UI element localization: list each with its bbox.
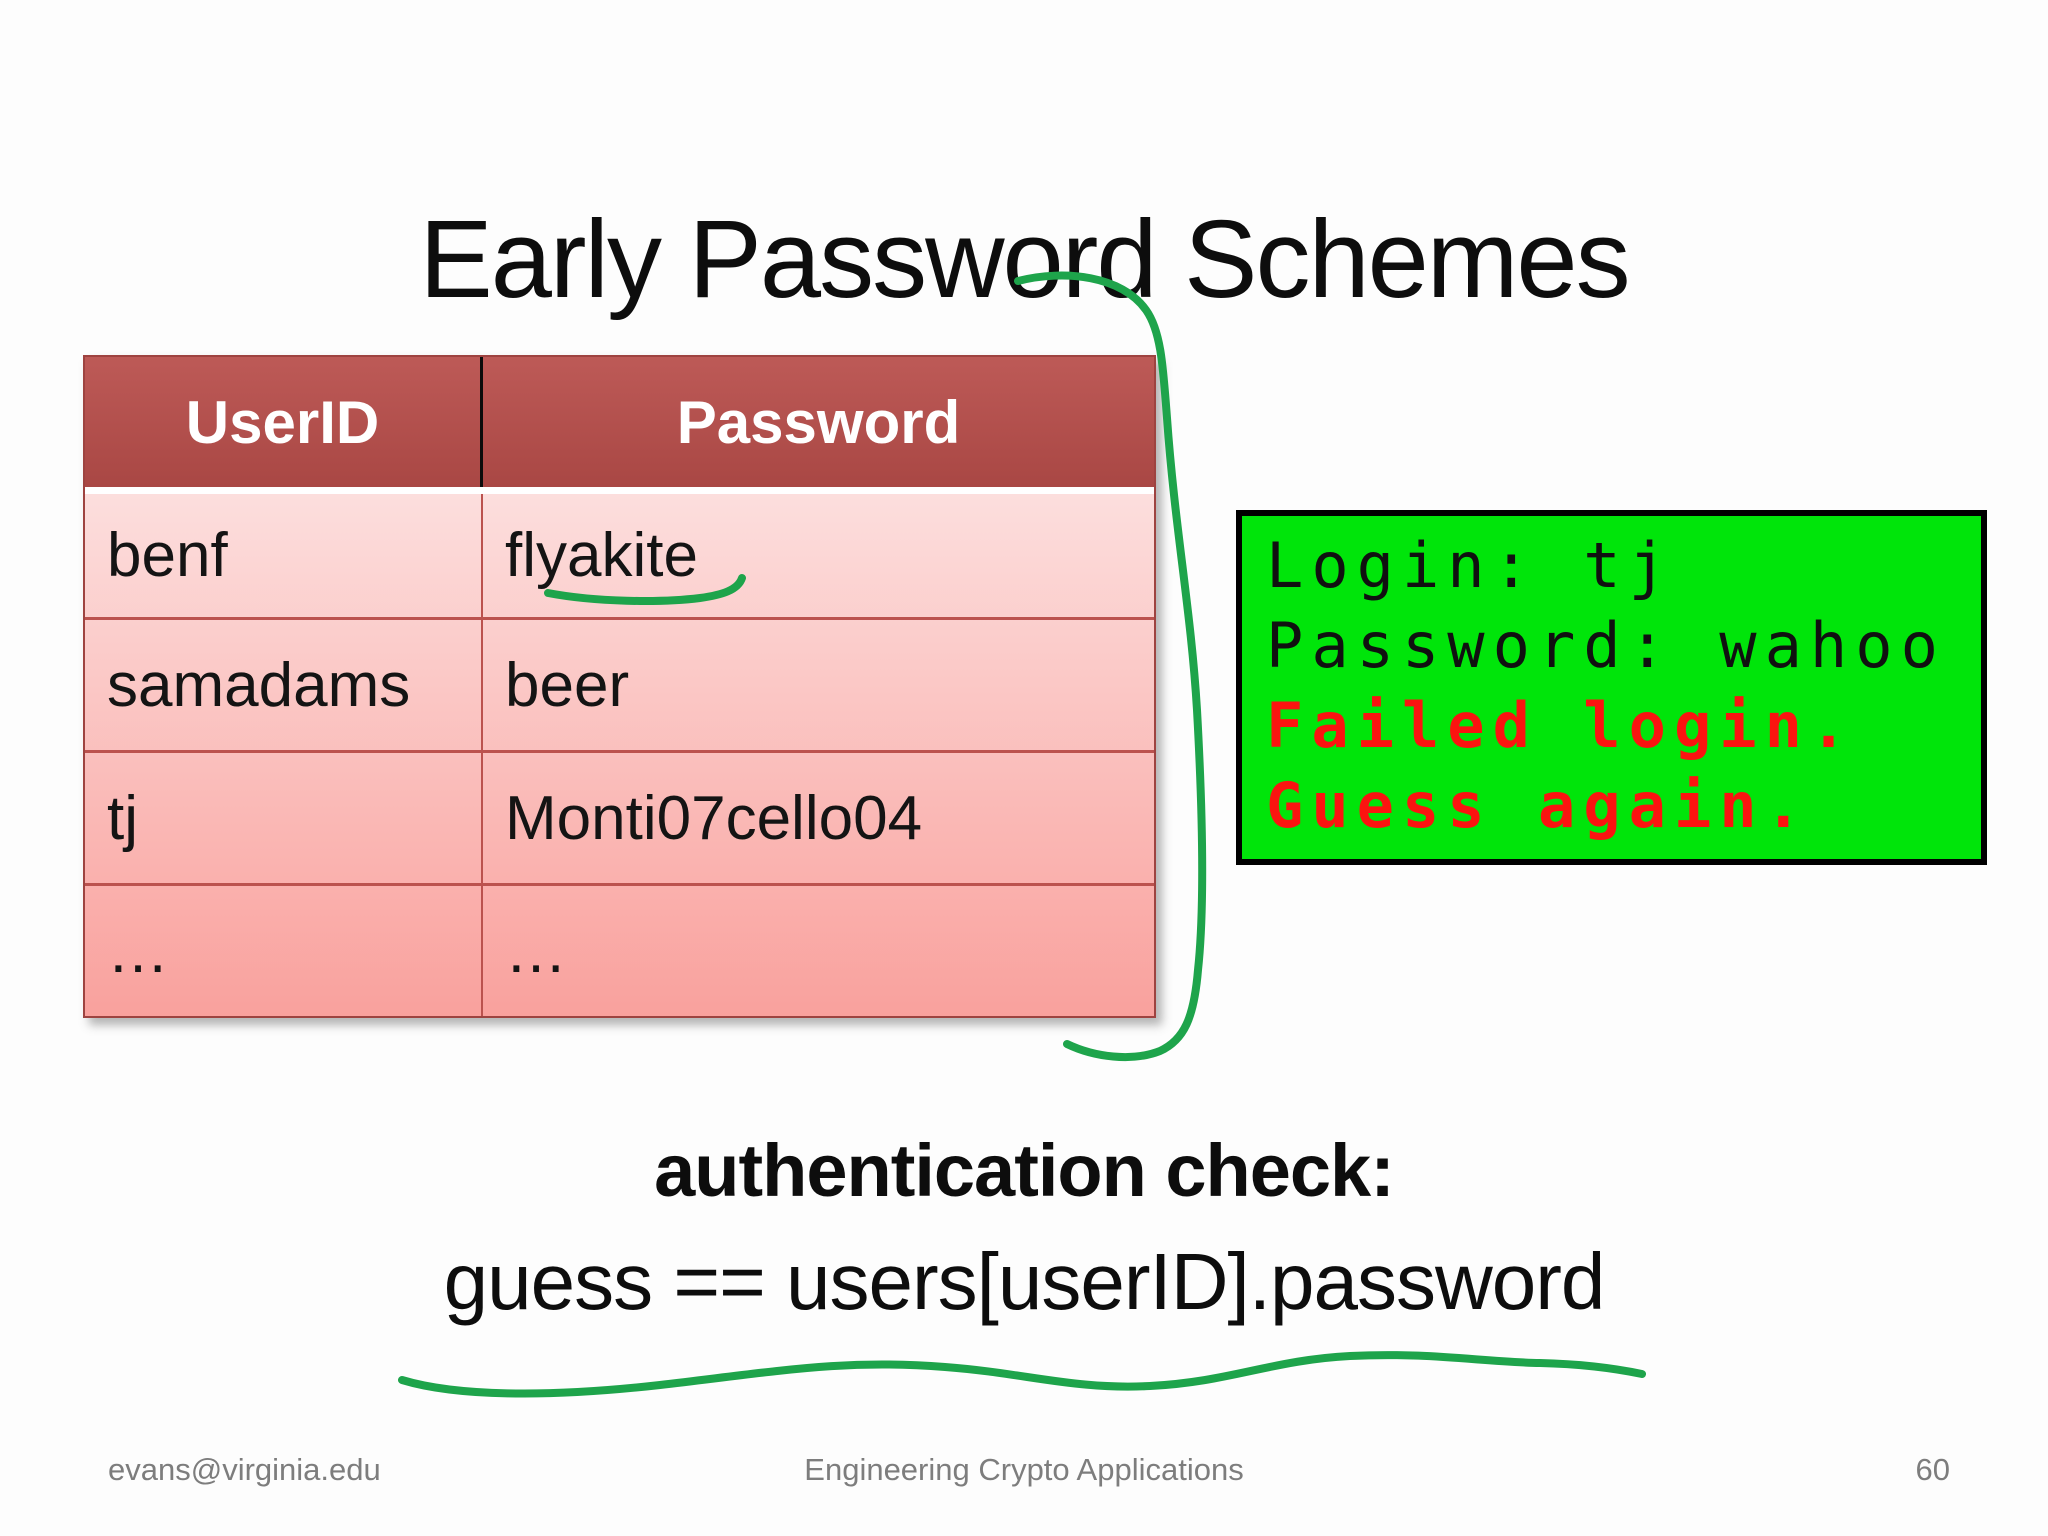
- cell-password: Monti07cello04: [505, 783, 923, 853]
- cell-password: …: [505, 916, 567, 986]
- footer-slide-number: 60: [1915, 1452, 1950, 1487]
- login-terminal-box: Login: tj Password: wahoo Failed login. …: [1236, 510, 1987, 865]
- terminal-line-failed: Failed login.: [1266, 689, 1856, 762]
- table-row: … …: [85, 883, 1154, 1016]
- terminal-line-login: Login: tj: [1266, 529, 1674, 602]
- footer-course-title: Engineering Crypto Applications: [804, 1452, 1244, 1487]
- table-row: tj Monti07cello04: [85, 750, 1154, 883]
- cell-userid: benf: [85, 494, 483, 617]
- terminal-line-password: Password: wahoo: [1266, 609, 1946, 682]
- table-row: benf flyakite: [85, 494, 1154, 617]
- page-title: Early Password Schemes: [419, 197, 1630, 321]
- column-header-userid: UserID: [85, 357, 483, 487]
- table-header-row: UserID Password: [85, 357, 1154, 487]
- table-row: samadams beer: [85, 617, 1154, 750]
- cell-userid: tj: [85, 753, 483, 883]
- column-header-password: Password: [676, 388, 961, 456]
- header-body-divider: [85, 487, 1154, 494]
- cell-password: flyakite: [505, 521, 698, 590]
- terminal-line-guess-again: Guess again.: [1266, 769, 1810, 842]
- password-table: UserID Password benf flyakite samadams b…: [83, 355, 1156, 1018]
- cell-password: beer: [505, 650, 630, 720]
- table-body: benf flyakite samadams beer tj Monti07ce…: [85, 494, 1154, 1016]
- auth-check-code: guess == users[userID].password: [443, 1237, 1606, 1326]
- cell-userid: …: [85, 886, 483, 1016]
- footer-email: evans@virginia.edu: [108, 1452, 381, 1487]
- cell-userid: samadams: [85, 620, 483, 750]
- wavy-underline-annotation: [398, 1351, 1646, 1398]
- auth-check-heading: authentication check:: [654, 1129, 1395, 1212]
